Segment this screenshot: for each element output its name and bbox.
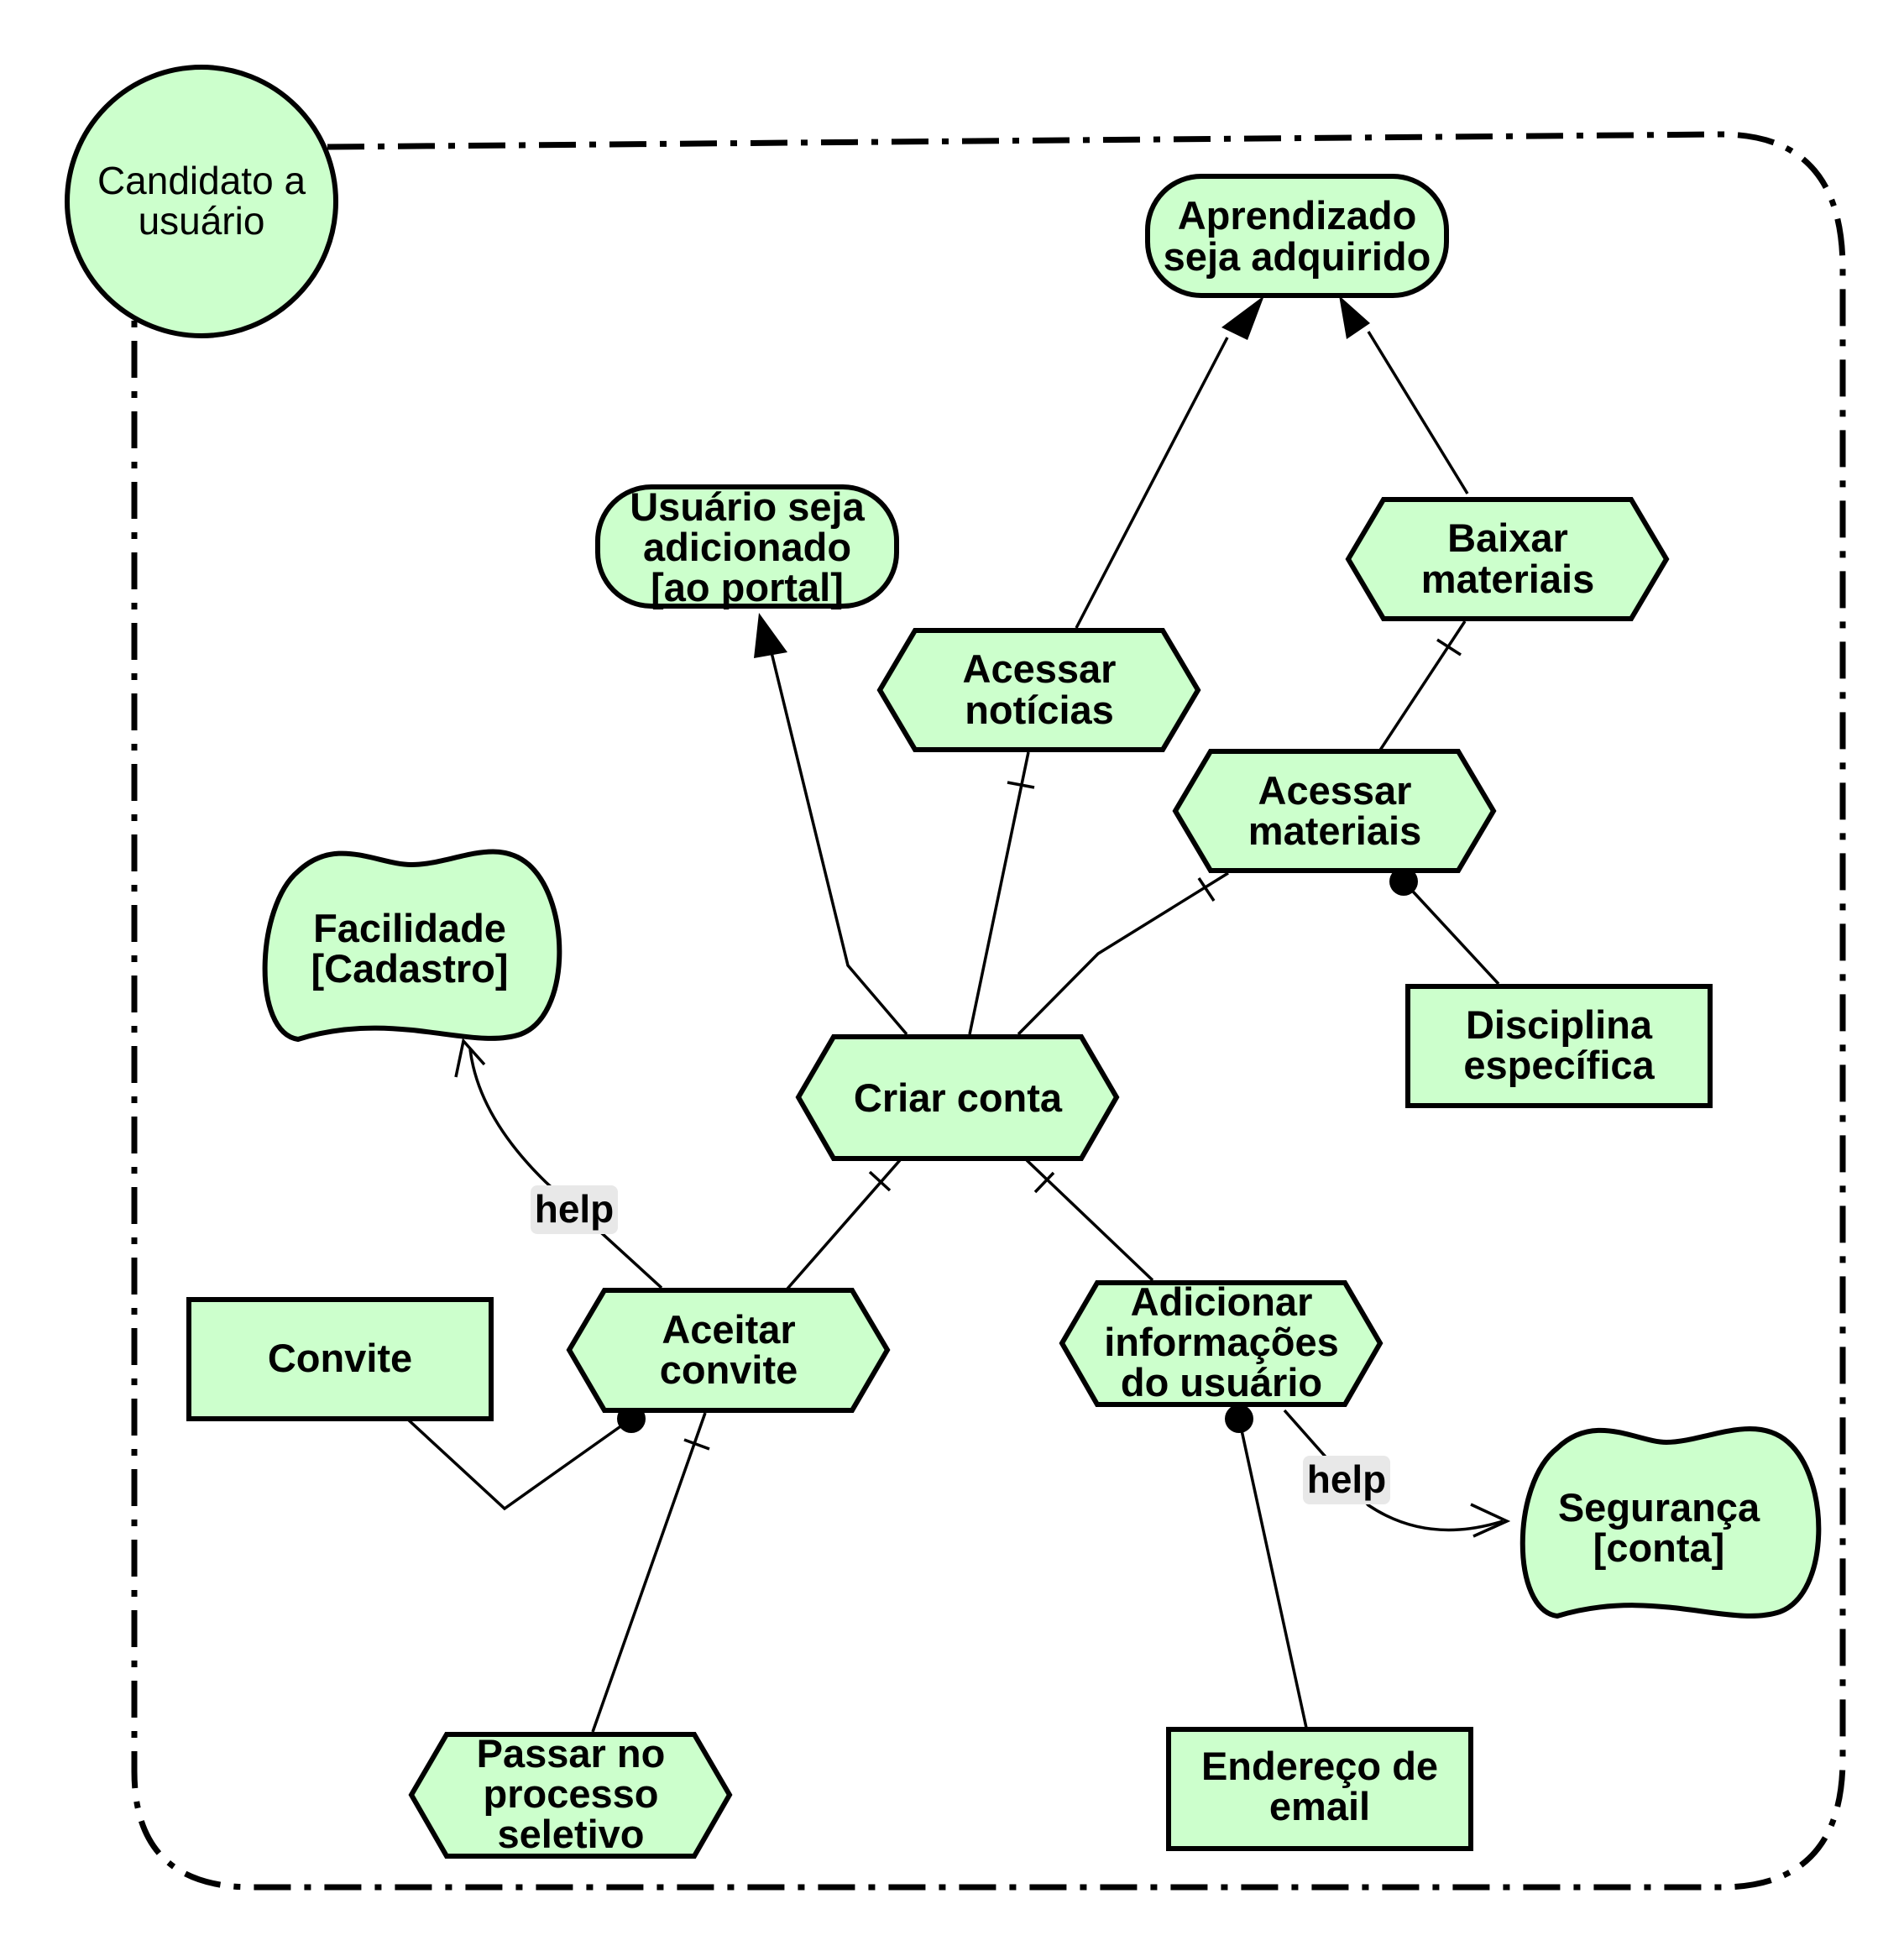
resource-convite[interactable]: Convite bbox=[186, 1297, 494, 1421]
task-baixar-label-2: materiais bbox=[1421, 557, 1594, 601]
task-adicionar-informacoes[interactable]: Adicionar informações do usuário bbox=[1059, 1279, 1384, 1407]
task-criar-conta[interactable]: Criar conta bbox=[795, 1034, 1120, 1161]
goal-aprendizado-label-1: Aprendizado bbox=[1178, 193, 1417, 238]
task-baixar-label-1: Baixar bbox=[1447, 515, 1568, 560]
decomposition-link-aceitar-passar bbox=[591, 1412, 710, 1733]
actor-label-line-2: usuário bbox=[139, 199, 265, 243]
task-adicionar-label-2: informações bbox=[1104, 1320, 1338, 1364]
task-passar-processo[interactable]: Passar no processo seletivo bbox=[408, 1731, 733, 1859]
task-aceitar-label-1: Aceitar bbox=[662, 1307, 795, 1352]
decomposition-link-noticias-criar bbox=[968, 751, 1035, 1035]
contribution-link-help-facilidade: help bbox=[454, 1038, 663, 1289]
resource-email-label-2: email bbox=[1269, 1784, 1370, 1828]
decomposition-link-criar-aceitar bbox=[786, 1159, 902, 1290]
task-passar-label-3: seletivo bbox=[497, 1812, 644, 1856]
resource-convite-label-1: Convite bbox=[268, 1336, 412, 1380]
decomposition-link-baixar-acessar bbox=[1378, 620, 1467, 752]
goal-usuario-adicionado[interactable]: Usuário seja adicionado [ao portal] bbox=[595, 484, 899, 609]
actor-candidato[interactable]: Candidato a usuário bbox=[65, 65, 338, 338]
resource-disciplina[interactable]: Disciplina específica bbox=[1405, 984, 1713, 1108]
task-materiais-label-1: Acessar bbox=[1258, 768, 1412, 813]
softgoal-facilidade[interactable]: Facilidade [Cadastro] bbox=[262, 849, 562, 1043]
task-criar-label-1: Criar conta bbox=[854, 1075, 1063, 1120]
decomposition-link-criar-adicionar bbox=[1025, 1159, 1154, 1282]
resource-email-label-1: Endereço de bbox=[1201, 1744, 1438, 1788]
softgoal-facilidade-label-2: [Cadastro] bbox=[311, 946, 508, 991]
contribution-label-help-1: help bbox=[535, 1187, 615, 1231]
task-acessar-materiais[interactable]: Acessar materiais bbox=[1172, 749, 1497, 873]
task-acessar-noticias[interactable]: Acessar notícias bbox=[876, 628, 1201, 752]
task-adicionar-label-1: Adicionar bbox=[1131, 1279, 1313, 1324]
task-baixar-materiais[interactable]: Baixar materiais bbox=[1345, 497, 1670, 621]
goal-aprendizado[interactable]: Aprendizado seja adquirido bbox=[1145, 174, 1449, 298]
task-adicionar-label-3: do usuário bbox=[1121, 1360, 1322, 1404]
actor-label-line-1: Candidato a bbox=[97, 159, 306, 202]
contribution-label-help-2: help bbox=[1307, 1457, 1387, 1501]
task-aceitar-label-2: convite bbox=[660, 1347, 798, 1392]
goal-usuario-label-1: Usuário seja bbox=[630, 484, 865, 529]
task-noticias-label-1: Acessar bbox=[963, 646, 1117, 691]
goal-usuario-label-2: adicionado bbox=[643, 525, 851, 569]
task-materiais-label-2: materiais bbox=[1248, 808, 1421, 853]
resource-disciplina-label-1: Disciplina bbox=[1466, 1002, 1653, 1047]
actor-boundary bbox=[131, 131, 1846, 1891]
softgoal-seguranca-label-2: [conta] bbox=[1593, 1525, 1725, 1570]
decomposition-link-acessar-criar bbox=[1017, 871, 1229, 1036]
task-passar-label-2: processo bbox=[484, 1771, 659, 1816]
task-aceitar-convite[interactable]: Aceitar convite bbox=[566, 1288, 891, 1413]
decomposition-link-disciplina-acessar bbox=[1389, 867, 1500, 986]
softgoal-seguranca-label-1: Segurança bbox=[1558, 1485, 1760, 1530]
resource-email[interactable]: Endereço de email bbox=[1166, 1727, 1473, 1851]
contribution-link-help-seguranca: help bbox=[1283, 1409, 1511, 1538]
goal-usuario-label-3: [ao portal] bbox=[651, 565, 844, 609]
softgoal-seguranca[interactable]: Segurança [conta] bbox=[1520, 1426, 1822, 1619]
task-noticias-label-2: notícias bbox=[965, 688, 1114, 732]
means-end-link-noticias-aprendizado bbox=[1075, 296, 1264, 629]
decomposition-link-email-adicionar bbox=[1225, 1404, 1308, 1729]
means-end-link-criar-usuario bbox=[754, 613, 908, 1036]
softgoal-facilidade-label-1: Facilidade bbox=[313, 906, 506, 950]
resource-disciplina-label-2: específica bbox=[1463, 1043, 1655, 1087]
means-end-link-baixar-aprendizado bbox=[1339, 296, 1469, 494]
task-passar-label-1: Passar no bbox=[477, 1731, 666, 1776]
goal-aprendizado-label-2: seja adquirido bbox=[1164, 234, 1431, 279]
